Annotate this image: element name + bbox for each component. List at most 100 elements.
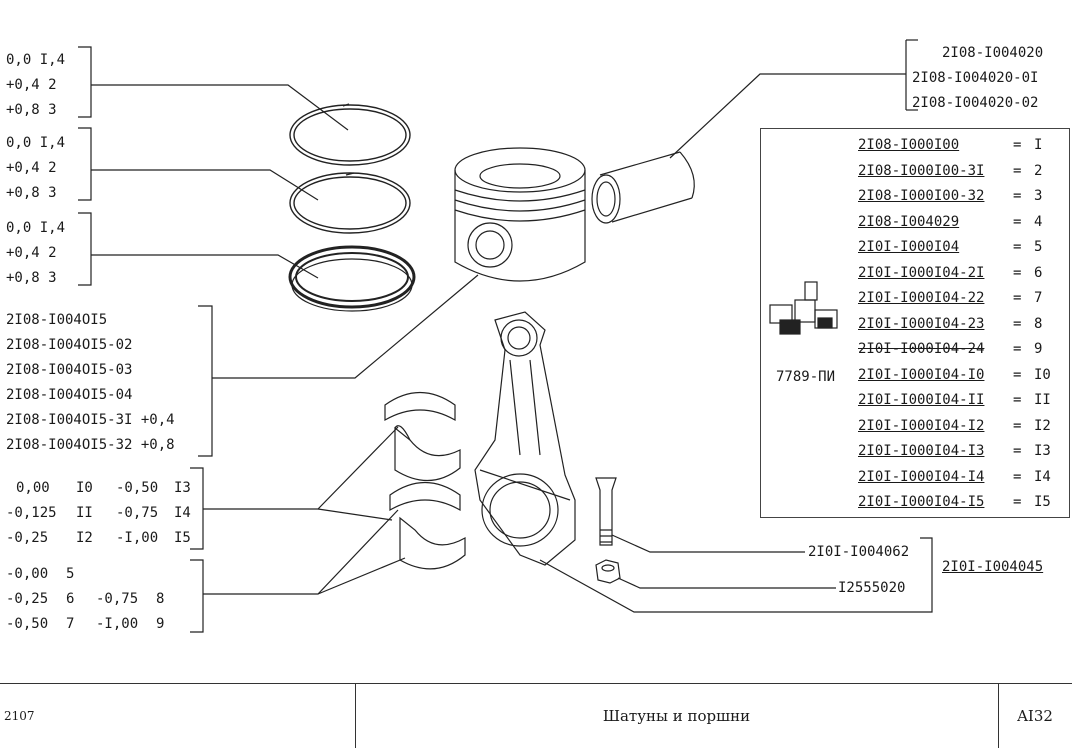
kit-equals: = bbox=[1013, 494, 1022, 510]
kit-item-number: I3 bbox=[1034, 443, 1051, 459]
leader-piston bbox=[212, 274, 479, 379]
kit-item-number: 7 bbox=[1034, 290, 1043, 306]
bearing-2-r3-a: -0,50 bbox=[6, 616, 49, 632]
bearing-2-r3-d: 9 bbox=[156, 616, 165, 632]
bearing-2-r2-b: 6 bbox=[66, 591, 75, 607]
kit-item-number: 2 bbox=[1034, 163, 1043, 179]
ring-2-size-2: +0,4 2 bbox=[6, 160, 57, 176]
bearing-2-r2-a: -0,25 bbox=[6, 591, 49, 607]
nut-part: I2555020 bbox=[838, 580, 906, 596]
kit-equals: = bbox=[1013, 392, 1022, 408]
leader-ring-1 bbox=[91, 84, 349, 131]
kit-part-number: 2I0I-I000I04-I0 bbox=[858, 367, 985, 383]
ring-2-size-3: +0,8 3 bbox=[6, 185, 57, 201]
leader-bearing-1b bbox=[317, 508, 393, 521]
bearing-2-r1-b: 5 bbox=[66, 566, 75, 582]
bearing-1-r3-b: I2 bbox=[76, 530, 93, 546]
ring-3-size-2: +0,4 2 bbox=[6, 245, 57, 261]
bearing-shell-upper-1 bbox=[384, 392, 456, 422]
kit-part-number: 2I0I-I000I04-I3 bbox=[858, 443, 985, 459]
kit-item-number: 8 bbox=[1034, 316, 1043, 332]
kit-item-number: I2 bbox=[1034, 418, 1051, 434]
toolkit-icon bbox=[769, 281, 838, 335]
kit-part-number: 2I08-I004029 bbox=[858, 214, 960, 230]
kit-item-number: I bbox=[1034, 137, 1043, 153]
piston-part-5: 2I08-I004OI5-3I +0,4 bbox=[6, 412, 175, 428]
pin-part-1: 2I08-I004020 bbox=[942, 45, 1044, 61]
bearing-1-r2-a: -0,125 bbox=[6, 505, 57, 521]
pin-part-2: 2I08-I004020-0I bbox=[912, 70, 1039, 86]
leader-pin bbox=[669, 73, 906, 159]
kit-equals: = bbox=[1013, 188, 1022, 204]
ring-1-size-2: +0,4 2 bbox=[6, 77, 57, 93]
kit-equals: = bbox=[1013, 316, 1022, 332]
bearing-1-r2-b: II bbox=[76, 505, 93, 521]
bearing-1-r3-a: -0,25 bbox=[6, 530, 49, 546]
rod-part: 2I0I-I004045 bbox=[942, 559, 1044, 575]
bearing-1-r2-d: I4 bbox=[174, 505, 191, 521]
kit-part-number: 2I0I-I000I04 bbox=[858, 239, 960, 255]
ring-1-size-3: +0,8 3 bbox=[6, 102, 57, 118]
footer-model: 2107 bbox=[4, 709, 35, 723]
kit-list-box bbox=[760, 128, 1070, 518]
pin-part-3: 2I08-I004020-02 bbox=[912, 95, 1039, 111]
kit-item-number: 4 bbox=[1034, 214, 1043, 230]
kit-equals: = bbox=[1013, 239, 1022, 255]
kit-item-number: 5 bbox=[1034, 239, 1043, 255]
leader-nut bbox=[617, 577, 836, 589]
bracket-rod bbox=[539, 537, 933, 613]
ring-3-size-1: 0,0 I,4 bbox=[6, 220, 66, 236]
bearing-1-r1-a: 0,00 bbox=[16, 480, 50, 496]
kit-equals: = bbox=[1013, 367, 1022, 383]
piston-ring-1 bbox=[289, 103, 411, 166]
bracket-bearing-2 bbox=[190, 559, 204, 633]
leader-bolt bbox=[611, 534, 805, 553]
kit-item-number: 6 bbox=[1034, 265, 1043, 281]
bearing-shell-lower-2 bbox=[399, 516, 466, 570]
bearing-2-r1-a: -0,00 bbox=[6, 566, 49, 582]
kit-equals: = bbox=[1013, 137, 1022, 153]
bracket-piston bbox=[198, 305, 213, 457]
connecting-rod bbox=[474, 311, 576, 566]
leader-bearing-1a bbox=[203, 426, 399, 510]
kit-label: 7789-ПИ bbox=[776, 369, 836, 385]
kit-part-number: 2I0I-I000I04-I4 bbox=[858, 469, 985, 485]
kit-item-number: I5 bbox=[1034, 494, 1051, 510]
kit-equals: = bbox=[1013, 290, 1022, 306]
kit-part-number: 2I0I-I000I04-I5 bbox=[858, 494, 985, 510]
kit-equals: = bbox=[1013, 163, 1022, 179]
kit-equals: = bbox=[1013, 443, 1022, 459]
kit-part-number: 2I0I-I000I04-I2 bbox=[858, 418, 985, 434]
kit-part-number: 2I0I-I000I04-22 bbox=[858, 290, 985, 306]
bearing-1-r2-c: -0,75 bbox=[116, 505, 159, 521]
piston-pin bbox=[591, 151, 695, 224]
kit-part-number: 2I08-I000I00-32 bbox=[858, 188, 985, 204]
bracket-bearing-1 bbox=[190, 467, 204, 550]
footer-divider-1 bbox=[355, 684, 356, 748]
bearing-1-r1-c: -0,50 bbox=[116, 480, 159, 496]
piston-part-1: 2I08-I004OI5 bbox=[6, 312, 108, 328]
piston-part-3: 2I08-I004OI5-03 bbox=[6, 362, 133, 378]
footer-title: Шатуны и поршни bbox=[602, 707, 751, 725]
kit-item-number: I0 bbox=[1034, 367, 1051, 383]
footer: 2107 Шатуны и поршни AI32 bbox=[0, 683, 1072, 748]
kit-item-number: 3 bbox=[1034, 188, 1043, 204]
kit-part-number: 2I0I-I000I04-23 bbox=[858, 316, 985, 332]
bearing-shell-lower-1 bbox=[389, 482, 461, 512]
leader-bearing-2b bbox=[317, 557, 406, 595]
bracket-ring-1 bbox=[78, 46, 92, 118]
piston bbox=[454, 147, 586, 282]
ring-2-size-1: 0,0 I,4 bbox=[6, 135, 66, 151]
bearing-1-r1-d: I3 bbox=[174, 480, 191, 496]
kit-equals: = bbox=[1013, 418, 1022, 434]
leader-ring-3 bbox=[91, 254, 319, 279]
bearing-2-r2-d: 8 bbox=[156, 591, 165, 607]
kit-part-number: 2I0I-I000I04-II bbox=[858, 392, 985, 408]
kit-part-number: 2I0I-I000I04-2I bbox=[858, 265, 985, 281]
piston-part-6: 2I08-I004OI5-32 +0,8 bbox=[6, 437, 175, 453]
bolt-part: 2I0I-I004062 bbox=[808, 544, 910, 560]
kit-item-number: II bbox=[1034, 392, 1051, 408]
rod-nut bbox=[595, 559, 621, 584]
piston-part-4: 2I08-I004OI5-04 bbox=[6, 387, 133, 403]
